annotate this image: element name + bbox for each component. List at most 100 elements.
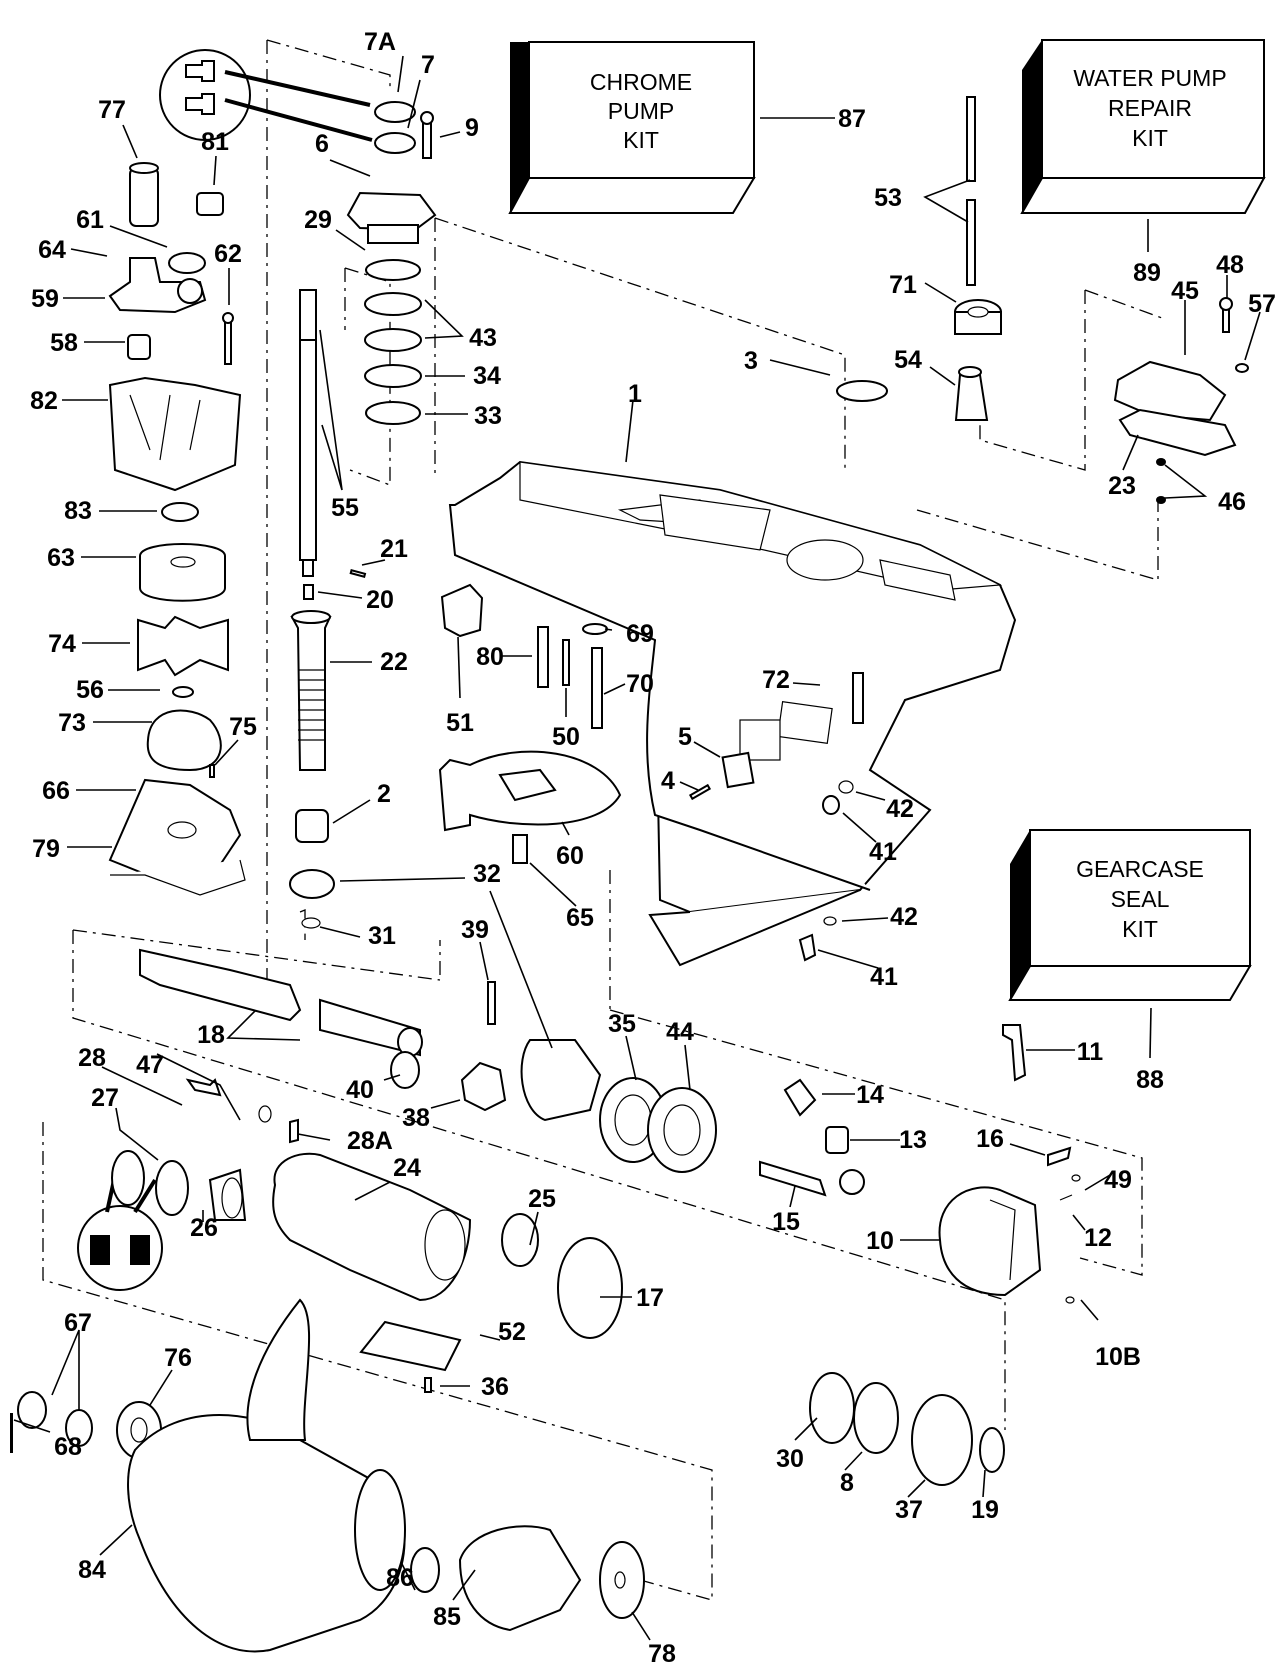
- callout-label: 41: [870, 963, 898, 991]
- callout-label: 85: [433, 1603, 461, 1631]
- kit-title-line: KIT: [623, 127, 659, 153]
- callout-label: 84: [78, 1556, 106, 1584]
- callout-label: 65: [566, 904, 594, 932]
- callout-label: 68: [54, 1433, 82, 1461]
- callout-labels: 7A 7 9 6 29 43 34 33 55 21 20 22 2 32 31…: [30, 28, 1276, 1668]
- bearing-housing-parts: [111, 1078, 623, 1393]
- callout-label: 74: [48, 630, 76, 658]
- seal-detail-circle-bottom: [77, 1178, 163, 1291]
- seal-detail-circle-top: [159, 49, 373, 142]
- kit-title-line: SEAL: [1111, 886, 1170, 912]
- callout-label: 81: [201, 128, 229, 156]
- callout-label: 67: [64, 1309, 92, 1337]
- callout-label: 75: [229, 713, 257, 741]
- callout-label: 58: [50, 329, 78, 357]
- callout-label: 30: [776, 1445, 804, 1473]
- callout-label: 19: [971, 1496, 999, 1524]
- callout-label: 52: [498, 1318, 526, 1346]
- callout-label: 27: [91, 1084, 119, 1112]
- callout-label: 73: [58, 709, 86, 737]
- shift-mechanism-parts: [759, 1024, 1081, 1304]
- callout-label: 60: [556, 842, 584, 870]
- callout-label: 33: [474, 402, 502, 430]
- callout-label: 15: [772, 1208, 800, 1236]
- callout-label: 82: [30, 387, 58, 415]
- callout-label: 22: [380, 648, 408, 676]
- callout-label: 5: [678, 723, 692, 751]
- callout-label: 77: [98, 96, 126, 124]
- callout-label: 63: [47, 544, 75, 572]
- propeller-and-gear-parts: [10, 1298, 1005, 1653]
- callout-label: 70: [626, 670, 654, 698]
- kit-title-line: PUMP: [608, 98, 674, 124]
- kit-box-chrome-pump: CHROME PUMP KIT: [508, 41, 835, 214]
- callout-label: 88: [1136, 1066, 1164, 1094]
- callout-label: 8: [840, 1469, 854, 1497]
- callout-label: 64: [38, 236, 66, 264]
- propshaft-parts: [139, 948, 717, 1173]
- kit-title-line: KIT: [1132, 125, 1168, 151]
- callout-label: 7A: [364, 28, 396, 56]
- callout-label: 83: [64, 497, 92, 525]
- kit-title-line: GEARCASE: [1076, 856, 1204, 882]
- callout-label: 56: [76, 676, 104, 704]
- callout-label: 35: [608, 1010, 636, 1038]
- callout-label: 10: [866, 1227, 894, 1255]
- kit-title-line: KIT: [1122, 916, 1158, 942]
- callout-label: 29: [304, 206, 332, 234]
- callout-label: 28A: [347, 1127, 393, 1155]
- callout-label: 72: [762, 666, 790, 694]
- callout-label: 10B: [1095, 1343, 1141, 1371]
- shift-rod-parts: [836, 96, 1249, 504]
- callout-label: 57: [1248, 290, 1276, 318]
- callout-label: 37: [895, 1496, 923, 1524]
- callout-label: 3: [744, 347, 758, 375]
- callout-label: 32: [473, 860, 501, 888]
- assembly-guide-lines: [42, 39, 1163, 1601]
- kit-title-line: CHROME: [590, 69, 692, 95]
- water-pump-parts: [108, 162, 246, 896]
- callout-label: 59: [31, 285, 59, 313]
- callout-label: 9: [465, 114, 479, 142]
- callout-label: 47: [136, 1051, 164, 1079]
- callout-label: 50: [552, 723, 580, 751]
- callout-label: 76: [164, 1344, 192, 1372]
- kit-title-line: WATER PUMP: [1073, 65, 1226, 91]
- callout-label: 55: [331, 494, 359, 522]
- callout-label: 41: [869, 838, 897, 866]
- kit-box-gearcase-seal: GEARCASE SEAL KIT: [1008, 829, 1252, 1059]
- callout-label: 71: [889, 271, 917, 299]
- callout-label: 87: [838, 105, 866, 133]
- callout-label: 24: [393, 1154, 421, 1182]
- callout-label: 14: [856, 1081, 884, 1109]
- callout-label: 26: [190, 1214, 218, 1242]
- gearcase-housing: [448, 460, 1017, 967]
- callout-label: 43: [469, 324, 497, 352]
- callout-label: 79: [32, 835, 60, 863]
- callout-label: 11: [1077, 1038, 1104, 1066]
- callout-label: 28: [78, 1044, 106, 1072]
- callout-label: 51: [446, 709, 474, 737]
- callout-label: 7: [421, 51, 435, 79]
- callout-label: 42: [886, 795, 914, 823]
- callout-label: 49: [1104, 1166, 1132, 1194]
- driveshaft-stack: [289, 101, 437, 929]
- callout-label: 42: [890, 903, 918, 931]
- callout-label: 61: [76, 206, 104, 234]
- leader-lines: [13, 55, 1261, 1641]
- callout-label: 1: [628, 380, 642, 408]
- callout-label: 20: [366, 586, 394, 614]
- callout-label: 86: [386, 1564, 414, 1592]
- callout-label: 69: [626, 620, 654, 648]
- callout-label: 48: [1216, 251, 1244, 279]
- callout-label: 45: [1171, 277, 1199, 305]
- callout-label: 16: [976, 1125, 1004, 1153]
- callout-label: 13: [899, 1126, 927, 1154]
- callout-label: 18: [197, 1021, 225, 1049]
- callout-label: 54: [894, 346, 922, 374]
- callout-label: 39: [461, 916, 489, 944]
- callout-label: 25: [528, 1185, 556, 1213]
- callout-label: 23: [1108, 472, 1136, 500]
- callout-label: 78: [648, 1640, 676, 1668]
